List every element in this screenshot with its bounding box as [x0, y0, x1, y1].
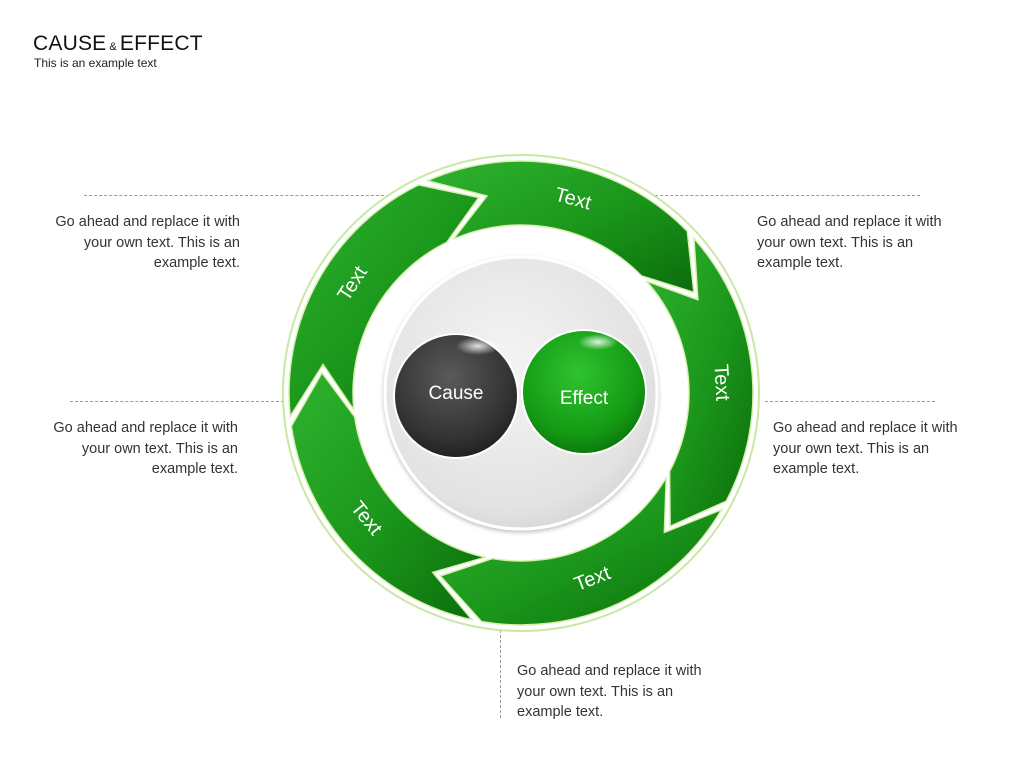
guide-line-top-left	[84, 195, 394, 196]
guide-line-top-right	[640, 195, 920, 196]
cycle-segment-1	[425, 160, 695, 294]
description-top-left: Go ahead and replace it with your own te…	[55, 214, 240, 271]
title-ampersand: &	[109, 41, 117, 53]
cycle-segment-3	[438, 477, 724, 626]
guide-line-middle-left	[70, 401, 284, 402]
cycle-segment-2	[645, 236, 754, 528]
description-middle-left: Go ahead and replace it with your own te…	[53, 420, 238, 477]
guide-line-bottom	[500, 630, 501, 718]
cycle-segment-5	[288, 184, 481, 419]
slide-subtitle: This is an example text	[34, 56, 157, 70]
cause-ball: Cause	[393, 333, 519, 459]
description-middle-right: Go ahead and replace it with your own te…	[773, 420, 958, 477]
guide-line-middle-right	[765, 401, 935, 402]
title-cause: CAUSE	[33, 32, 107, 55]
cycle-segment-label-2: Text	[709, 364, 733, 402]
effect-label: Effect	[560, 388, 609, 409]
slide-title: CAUSE&EFFECT	[33, 32, 203, 56]
effect-ball: Effect	[521, 329, 647, 455]
description-top-right: Go ahead and replace it with your own te…	[757, 214, 942, 271]
title-effect: EFFECT	[119, 32, 203, 55]
cause-label: Cause	[429, 383, 484, 404]
cycle-segment-4	[290, 371, 486, 621]
description-bottom: Go ahead and replace it with your own te…	[517, 663, 702, 720]
center-hub	[383, 255, 659, 531]
